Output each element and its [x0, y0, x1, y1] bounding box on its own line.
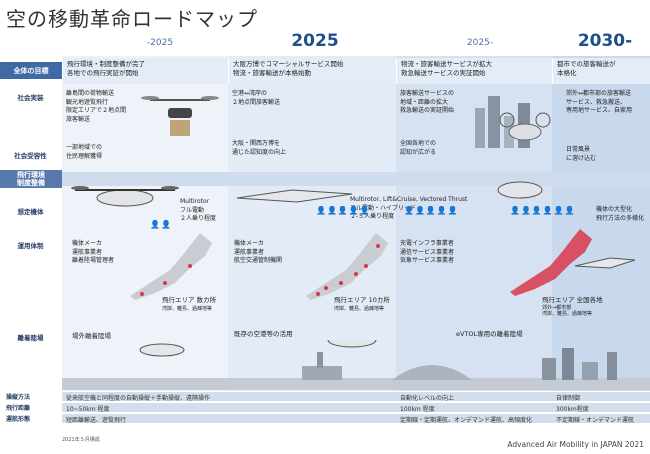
credit: Advanced Air Mobility in JAPAN 2021 [507, 440, 644, 449]
social-accept-text: 日常風景 に溶け込む [566, 146, 597, 162]
goal-text: 飛行環境・制度整備が完了 各地での飛行実証が開始 [67, 60, 145, 77]
method-text: 自動化レベルの向上 [400, 395, 455, 402]
flight-area-label: 飛行エリア 全国各地 [542, 296, 603, 304]
goal-cell: 大阪万博でコマーシャルサービス開始 物流・旅客輸送が本格始動 [228, 58, 397, 84]
lift-cruise-aircraft-icon [236, 189, 353, 203]
scenery-illustration [62, 340, 650, 390]
goal-cell: 都市での旅客輸送が 本格化 [552, 58, 650, 84]
goal-text: 大阪万博でコマーシャルサービス開始 物流・旅客輸送が本格始動 [233, 60, 344, 77]
method-text: 自律制御 [556, 395, 581, 402]
timeline-band [62, 414, 650, 423]
goal-cell: 飛行環境・制度整備が完了 各地での飛行実証が開始 [62, 58, 229, 84]
distance-text: 300km程度 [556, 406, 589, 413]
vectored-thrust-aircraft-icon [497, 181, 543, 199]
social-impl-text: 郊外↔都市部の旅客輸送 サービス、救急搬送、 専用地サービス、自家用 [566, 90, 633, 114]
lane-env: 飛行環境 制度整備 [0, 170, 62, 188]
aircraft-text: Multirotor フル電動 ２人乗り程度 [180, 198, 217, 222]
date-note: 2021年５月構成 [62, 437, 100, 443]
lane-social-accept: 社会受容性 [14, 152, 47, 160]
japan-map-icon [130, 233, 212, 300]
flight-area-sub: 湾岸、離島、過疎地等 [334, 306, 385, 312]
lane-aircraft: 想定機体 [17, 208, 44, 216]
goal-text: 都市での旅客輸送が 本格化 [557, 60, 616, 77]
japan-map-icon [306, 233, 388, 300]
column-phase-2 [228, 56, 396, 391]
flight-area-label: 飛行エリア 数カ所 [162, 296, 217, 304]
form-text: 定期線・定期運航、オンデマンド運航、高頻度化 [400, 417, 533, 424]
goal-text: 物流・旅客輸送サービスが拡大 救急輸送サービスの実証開始 [401, 60, 492, 77]
form-text: 不定期線・オンデマンド運航 [556, 417, 635, 424]
operation-text: 機体メーカ 運航事業者 航空交通管制機関 [234, 240, 283, 264]
person-icon-group: 👤👤👤👤👤 [316, 206, 371, 215]
social-impl-text: 空港↔湾岸の ２地点間旅客輸送 [232, 90, 281, 106]
lane-operation: 運用体制 [17, 242, 44, 250]
phase-label: -2025 [146, 38, 174, 48]
delivery-drone-icon [141, 96, 219, 136]
distance-text: 10~50km 程度 [66, 406, 110, 413]
lane-goal: 全体の目標 [0, 62, 62, 79]
timeline-band [62, 403, 650, 412]
multirotor-aircraft-icon [71, 186, 179, 207]
flight-area-label: 飛行エリア 10カ所 [334, 296, 390, 304]
social-impl-text: 離島間の荷物輸送 観光地遊覧飛行 限定エリアで２地点間 旅客輸送 [66, 90, 127, 123]
social-accept-text: 全国各地での 認知が広がる [400, 140, 437, 156]
column-phase-4 [552, 56, 650, 391]
flight-area-sub: 郊外→都市部 湾岸、離島、過疎地等 [542, 305, 593, 317]
fixed-wing-evtol-icon [574, 257, 636, 269]
operation-text: 機体メーカ 運航事業者 離着陸場管理者 [72, 240, 115, 264]
phase-label: 2025- [466, 38, 494, 48]
env-band [62, 172, 650, 186]
distance-text: 100km 程度 [400, 406, 435, 413]
aircraft-text: 機体の大型化 飛行方法の多様化 [596, 206, 645, 222]
phase-label: 2025 [291, 31, 339, 51]
port-text: 既存の空港等の活用 [234, 330, 293, 338]
social-impl-text: 旅客輸送サービスの 地域・距離の拡大 救急輸送の実証開始 [400, 90, 455, 114]
evtol-icon [499, 112, 551, 141]
flight-area-sub: 湾岸、離島、過疎地等 [162, 306, 213, 312]
method-text: 従来航空機と同程度の自動操縦＋手動操縦、遠隔操作 [66, 395, 211, 402]
port-text: eVTOL専用の離着陸場 [456, 330, 523, 338]
japan-map-red-icon [510, 229, 592, 296]
form-text: 短距離輸送、遊覧飛行 [66, 417, 127, 424]
timeline-band [62, 392, 650, 401]
goal-cell: 物流・旅客輸送サービスが拡大 救急輸送サービスの実証開始 [396, 58, 553, 84]
lane-social-impl: 社会実装 [17, 94, 44, 102]
lane-form: 運航形態 [6, 416, 31, 423]
phase-label: 2030- [577, 31, 633, 51]
person-icon-group: 👤👤👤👤👤👤 [510, 206, 576, 215]
lane-distance: 飛行距離 [6, 405, 31, 412]
operation-text: 充電インフラ事業者 通信サービス事業者 気象サービス事業者 [400, 240, 455, 264]
column-phase-1 [62, 56, 228, 391]
person-icon-group: 👤👤 [150, 220, 172, 229]
social-accept-text: 大阪・関西万博を 通じた認知度の向上 [232, 140, 287, 156]
person-icon-group: 👤👤👤👤👤 [404, 206, 459, 215]
lane-method: 操縦方法 [6, 394, 31, 401]
social-accept-text: 一部地域での 住民理解獲得 [66, 144, 103, 160]
page-title: 空の移動革命ロードマップ [6, 7, 258, 31]
lane-port: 離着陸場 [17, 334, 44, 342]
port-text: 場外離着陸場 [72, 332, 111, 340]
aircraft-text: Multirotor, Lift&Cruise, Vectored Thrust… [350, 196, 468, 220]
